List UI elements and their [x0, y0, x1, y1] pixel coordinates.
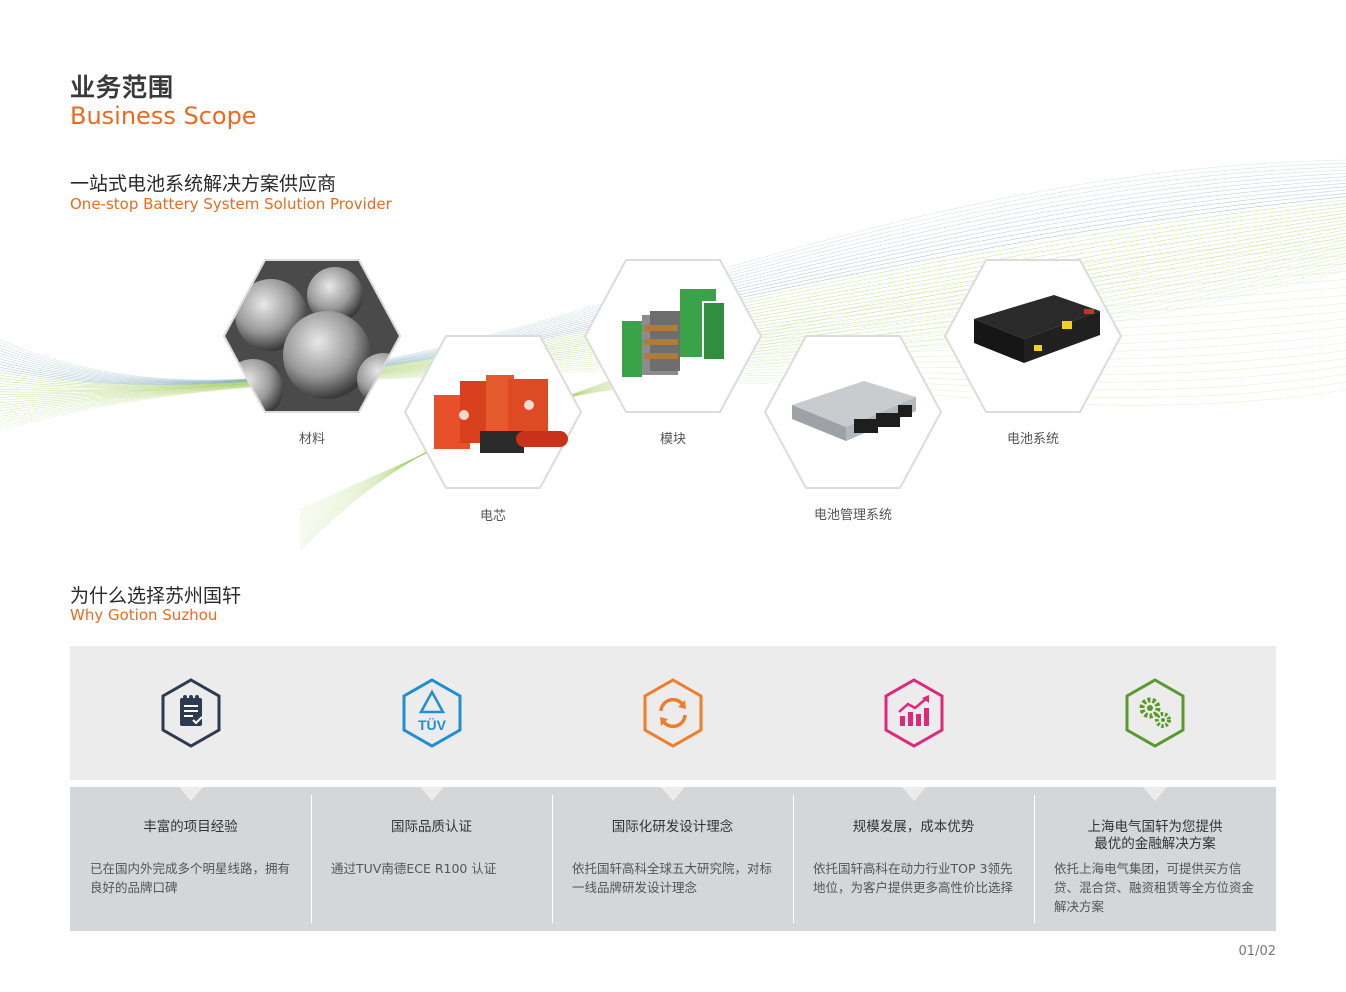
- section1-title-en: One-stop Battery System Solution Provide…: [70, 195, 392, 213]
- hex-material-image: [223, 259, 401, 413]
- tuv-icon: TÜV: [402, 678, 462, 748]
- product-label-module: 模块: [659, 432, 686, 447]
- product-label-battery-pack: 电池系统: [1006, 432, 1059, 447]
- hex-cells-image: [404, 335, 582, 489]
- section2-title-en: Why Gotion Suzhou: [70, 606, 218, 624]
- page-number: 01/02: [1238, 944, 1276, 959]
- gears-icon: [1125, 678, 1185, 748]
- reason-card-title: 上海电气国轩为您提供 最优的金融解决方案: [1087, 819, 1223, 852]
- page-title-en: Business Scope: [70, 102, 257, 130]
- reason-card-experience: 丰富的项目经验 已在国内外完成多个明星线路，拥有良好的品牌口碑: [70, 787, 311, 931]
- refresh-icon: [643, 678, 703, 748]
- reason-card-title: 丰富的项目经验: [143, 819, 238, 835]
- hex-module-image: [584, 259, 762, 413]
- reason-card-certification: 国际品质认证 通过TUV南德ECE R100 认证: [311, 787, 552, 931]
- product-label-bms: 电池管理系统: [813, 508, 892, 523]
- reason-card-finance: 上海电气国轩为您提供 最优的金融解决方案 依托上海电气集团，可提供买方信贷、混合…: [1034, 787, 1276, 931]
- reason-card-rnd: 国际化研发设计理念 依托国轩高科全球五大研究院，对标一线品牌研发设计理念: [552, 787, 793, 931]
- reason-card-body: 依托国轩高科在动力行业TOP 3领先地位，为客户提供更多高性价比选择: [813, 861, 1014, 895]
- hex-bms-image: [764, 335, 942, 489]
- tuv-badge-text: TÜV: [418, 717, 447, 733]
- reason-card-body: 已在国内外完成多个明星线路，拥有良好的品牌口碑: [90, 861, 291, 895]
- reason-card-body: 依托上海电气集团，可提供买方信贷、混合贷、融资租赁等全方位资金解决方案: [1054, 861, 1255, 914]
- page-title-cn: 业务范围: [70, 73, 175, 102]
- reason-card-body: 通过TUV南德ECE R100 认证: [331, 861, 497, 876]
- hex-battery-pack-image: [944, 259, 1122, 413]
- section1-title-cn: 一站式电池系统解决方案供应商: [70, 173, 337, 195]
- icon-panel: [70, 646, 1276, 780]
- checklist-icon: [161, 678, 221, 748]
- product-label-material: 材料: [298, 432, 325, 447]
- reason-card-body: 依托国轩高科全球五大研究院，对标一线品牌研发设计理念: [572, 861, 773, 895]
- section2-title-cn: 为什么选择苏州国轩: [70, 585, 242, 607]
- reason-card-title: 国际化研发设计理念: [611, 819, 734, 835]
- growth-chart-icon: [884, 678, 944, 748]
- wave-background: [0, 159, 1346, 551]
- reason-card-title: 国际品质认证: [391, 819, 472, 835]
- reason-card-title: 规模发展，成本优势: [852, 819, 975, 835]
- reason-card-scale: 规模发展，成本优势 依托国轩高科在动力行业TOP 3领先地位，为客户提供更多高性…: [793, 787, 1034, 931]
- reasons-card-row: 丰富的项目经验 已在国内外完成多个明星线路，拥有良好的品牌口碑 国际品质认证 通…: [70, 787, 1276, 931]
- product-label-cells: 电芯: [479, 509, 506, 524]
